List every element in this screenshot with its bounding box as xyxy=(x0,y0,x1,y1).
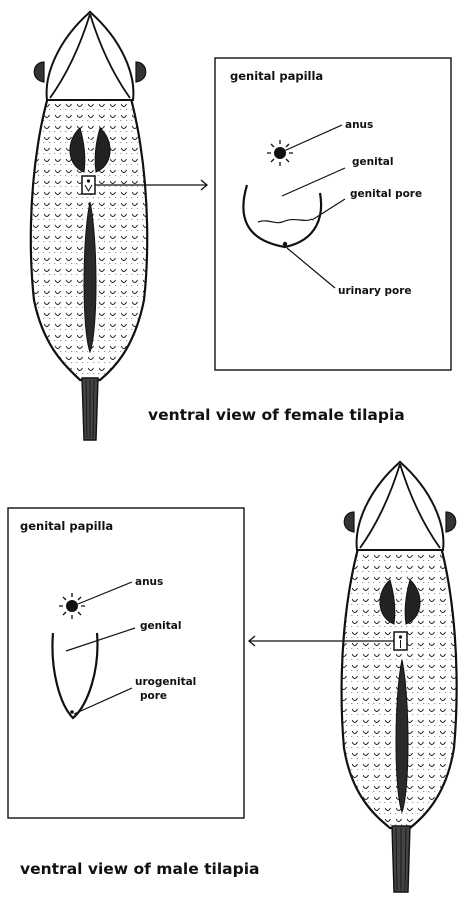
female-eye-left xyxy=(34,62,44,82)
female-label-anus: anus xyxy=(345,119,373,131)
female-label-urinary-pore: urinary pore xyxy=(338,285,412,297)
female-caption: ventral view of female tilapia xyxy=(148,406,405,424)
female-label-genital: genital xyxy=(352,156,393,168)
male-label-anus: anus xyxy=(135,576,163,588)
female-label-genital-pore: genital pore xyxy=(350,188,422,200)
female-papilla-panel: genital papilla anus genital genital por… xyxy=(215,58,451,370)
male-eye-right xyxy=(446,512,456,532)
male-papilla-panel: genital papilla anus genital urogenital … xyxy=(8,508,244,818)
male-label-pore: pore xyxy=(140,690,167,702)
male-label-urogenital: urogenital xyxy=(135,676,196,688)
male-eye-left xyxy=(344,512,354,532)
male-label-genital: genital xyxy=(140,620,181,632)
male-panel-title: genital papilla xyxy=(20,519,113,533)
female-panel-title: genital papilla xyxy=(230,69,323,83)
male-fish-drawing xyxy=(330,462,467,892)
female-fish-drawing xyxy=(20,12,160,440)
female-eye-right xyxy=(136,62,146,82)
male-caption: ventral view of male tilapia xyxy=(20,860,260,878)
